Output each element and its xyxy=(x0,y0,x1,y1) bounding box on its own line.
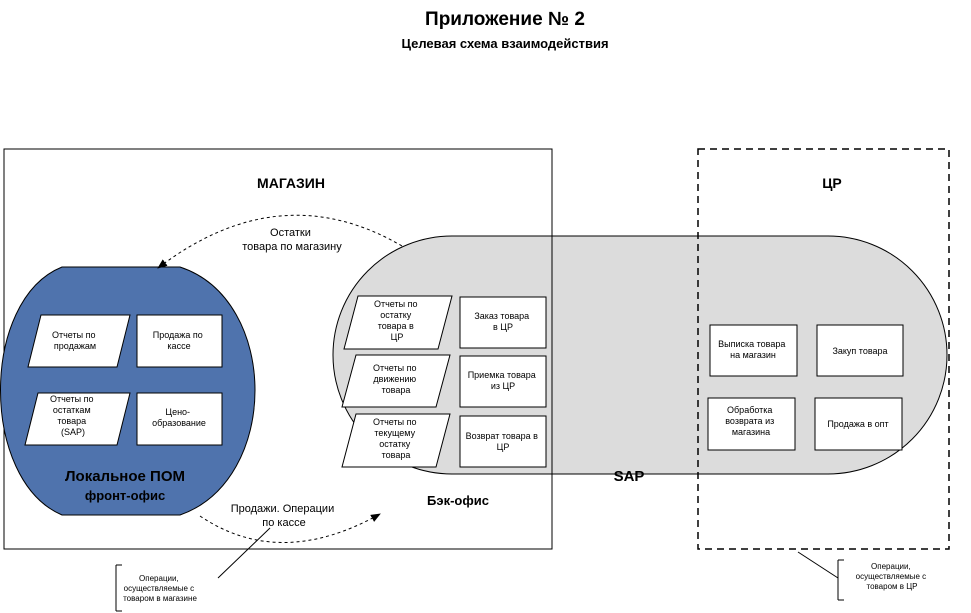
report-movement-label: Отчеты по движению товара xyxy=(373,363,419,395)
report-stock-dc-label: Отчеты по остатку товара в ЦР xyxy=(374,299,420,342)
dc-dispatch-label: Выписка товара на магазин xyxy=(718,339,788,360)
dc-purchase-label: Закуп товара xyxy=(832,346,887,356)
stock-reports-sap-label: Отчеты по остаткам товара (SAP) xyxy=(50,394,96,437)
pricing-box xyxy=(136,392,223,446)
sales-reports-shape xyxy=(27,314,131,368)
sales-arrow xyxy=(199,513,381,543)
report-current-stock-label: Отчеты по текущему остатку товара xyxy=(373,417,419,460)
pom-title: Локальное ПОМ xyxy=(65,468,185,485)
sales-reports-label: Отчеты по продажам xyxy=(52,330,98,351)
store-callout-leader xyxy=(217,527,271,579)
sap-label: SAP xyxy=(614,468,645,485)
dc-callout-text: Операции, осуществляемые с товаром в ЦР xyxy=(856,562,929,591)
store-frame xyxy=(3,148,553,550)
dc-callout-leader xyxy=(797,551,839,579)
page-subtitle: Целевая схема взаимодействия xyxy=(401,36,608,51)
stock-arrow-label: Остатки товара по магазину xyxy=(242,227,342,253)
store-label: МАГАЗИН xyxy=(257,175,325,191)
sales-arrow-label: Продажи. Операции по кассе xyxy=(231,503,338,529)
receive-from-dc-box xyxy=(459,355,547,408)
order-from-dc-label: Заказ товара в ЦР xyxy=(474,311,531,332)
dc-returns-box xyxy=(707,397,796,451)
pricing-label: Цено- образование xyxy=(152,407,206,428)
cash-sales-box xyxy=(136,314,223,368)
report-current-stock-shape xyxy=(341,413,451,468)
cash-sales-label: Продажа по кассе xyxy=(153,330,205,351)
report-stock-dc-shape xyxy=(343,295,453,350)
store-callout-bracket xyxy=(115,564,122,612)
receive-from-dc-label: Приемка товара из ЦР xyxy=(468,370,539,391)
page-title: Приложение № 2 xyxy=(425,9,585,30)
dc-returns-label: Обработка возврата из магазина xyxy=(725,405,777,437)
store-callout-text: Операции, осуществляемые с товаром в маг… xyxy=(123,574,197,603)
dc-label: ЦР xyxy=(822,175,842,191)
stock-arrow xyxy=(157,214,403,269)
dc-dispatch-box xyxy=(709,324,798,377)
dc-purchase-box xyxy=(816,324,904,377)
dc-frame xyxy=(697,148,950,550)
dc-wholesale-label: Продажа в опт xyxy=(827,419,888,429)
stock-reports-sap-shape xyxy=(24,392,131,446)
dc-wholesale-box xyxy=(814,397,903,451)
pom-subtitle: фронт-офис xyxy=(85,488,165,503)
back-office-label: Бэк-офис xyxy=(427,493,489,508)
return-to-dc-label: Возврат товара в ЦР xyxy=(466,431,541,452)
report-movement-shape xyxy=(341,354,451,408)
dc-callout-bracket xyxy=(837,559,844,601)
order-from-dc-box xyxy=(459,296,547,349)
return-to-dc-box xyxy=(459,415,547,468)
